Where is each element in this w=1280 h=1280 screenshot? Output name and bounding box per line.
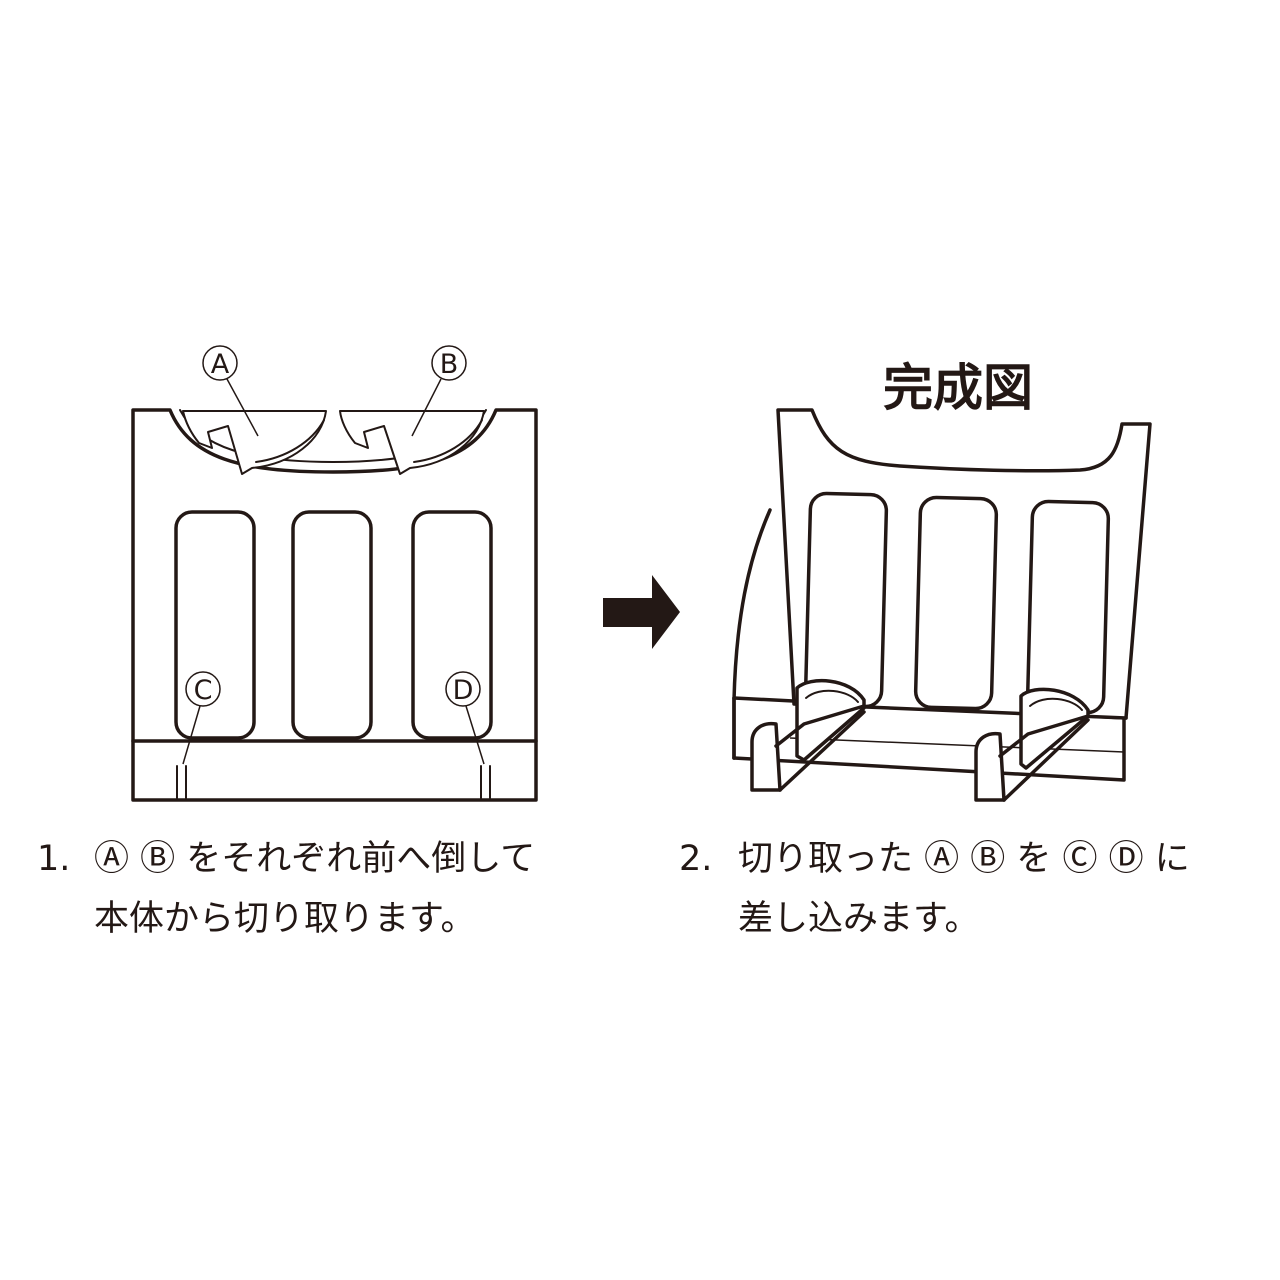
step-2-number: 2. xyxy=(679,839,712,879)
flat-part-outline xyxy=(131,408,538,802)
stand-slot-center xyxy=(913,495,999,711)
flat-slot-left xyxy=(174,510,256,740)
finished-stand-illustration xyxy=(732,408,1152,802)
tab-b-shape xyxy=(339,410,485,475)
stand-base-front xyxy=(732,716,1126,782)
step-1-line-1: Ⓐ Ⓑ をそれぞれ前へ倒して xyxy=(94,839,535,879)
stand-base-inner-line xyxy=(789,737,1125,753)
stand-front-leg-left xyxy=(750,721,782,792)
right-arrow-icon xyxy=(603,575,680,649)
tab-b-fold-line xyxy=(413,419,483,463)
flat-slot-right xyxy=(411,510,493,740)
svg-text:B: B xyxy=(440,349,459,380)
stand-inserted-tab-right-edge xyxy=(1029,697,1083,711)
svg-text:A: A xyxy=(211,349,230,380)
step-2-line-1: 切り取った Ⓐ Ⓑ を Ⓒ Ⓓ に xyxy=(738,839,1190,879)
callout-b: B xyxy=(411,345,467,437)
callout-a: A xyxy=(202,345,259,437)
step-1-caption: 1. Ⓐ Ⓑ をそれぞれ前へ倒して 本体から切り取ります。 xyxy=(37,839,535,939)
stand-front-leg-right-top xyxy=(998,714,1090,758)
svg-text:C: C xyxy=(194,675,213,706)
callout-d: D xyxy=(445,671,485,765)
step-2-caption: 2. 切り取った Ⓐ Ⓑ を Ⓒ Ⓓ に 差し込みます。 xyxy=(679,839,1190,939)
tab-a-fold-line xyxy=(255,419,325,463)
stand-front-leg-left-top xyxy=(774,704,866,748)
stand-back-board xyxy=(776,408,1152,720)
svg-text:D: D xyxy=(453,675,474,706)
callout-c: C xyxy=(182,671,221,765)
step-2-line-2: 差し込みます。 xyxy=(738,899,980,939)
stand-front-leg-right xyxy=(974,731,1006,802)
tab-a-shape xyxy=(182,410,327,475)
stand-left-side-panel xyxy=(732,508,772,760)
step-1-number: 1. xyxy=(37,839,70,879)
flat-part-illustration xyxy=(131,408,538,802)
stand-inserted-tab-right xyxy=(1019,687,1090,770)
stand-inserted-tab-left-edge xyxy=(805,689,859,703)
flat-slot-center xyxy=(291,510,373,740)
finished-title: 完成図 xyxy=(883,359,1033,417)
step-1-line-2: 本体から切り取ります。 xyxy=(94,899,476,939)
stand-inserted-tab-left xyxy=(795,678,866,762)
